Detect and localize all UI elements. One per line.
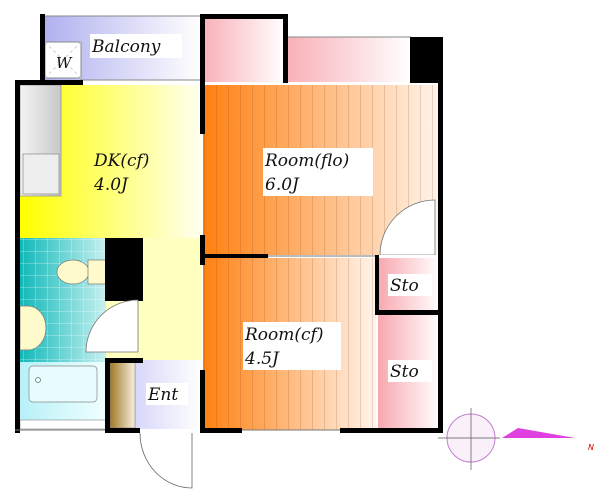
entrance-door[interactable] [139,432,193,489]
upper-balcony-strip [287,37,411,82]
labels: Balcony W DK(cf) 4.0J Room(flo) 6.0J Sto… [56,34,432,405]
washer-label: W [56,54,73,72]
storage-1-label: Sto [390,276,419,296]
walls [15,14,443,433]
entrance-label: Ent [147,385,178,405]
north-arrow-icon [502,428,575,438]
balcony-label: Balcony [91,37,161,57]
north-label: N [588,443,594,452]
bathtub [28,365,98,403]
washbasin [19,305,47,351]
dk-size-label: 4.0J [93,175,129,195]
room-cf-name-label: Room(cf) [244,325,323,345]
sink [22,153,60,195]
toilet [56,259,90,285]
room-flo-size-label: 6.0J [265,175,300,195]
shoe-cabinet [109,361,136,429]
upper-storage-area [203,17,285,82]
storage-2-label: Sto [390,362,419,382]
room-flo-name-label: Room(flo) [264,151,349,171]
dk-name-label: DK(cf) [93,151,149,171]
compass: N [438,408,594,470]
room-cf-size-label: 4.5J [244,349,280,369]
